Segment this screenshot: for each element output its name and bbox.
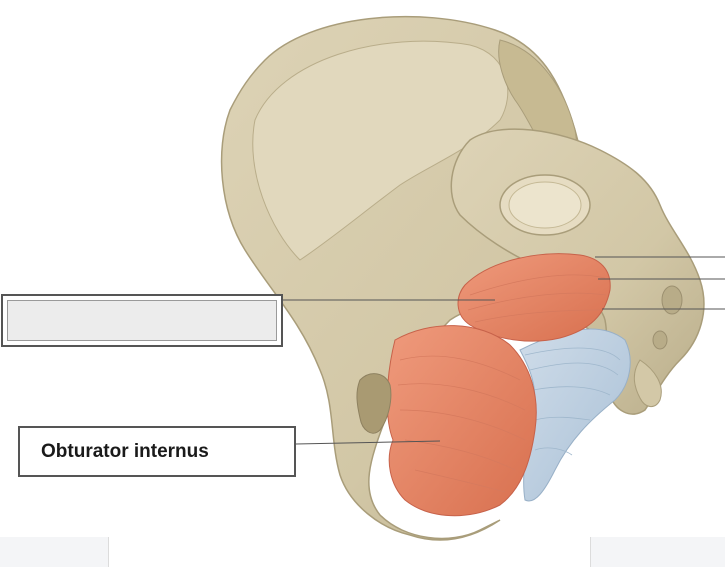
blank-answer-field[interactable] — [7, 300, 277, 341]
obturator-internus-label-box: Obturator internus — [18, 426, 296, 477]
coccyx-bone — [633, 359, 662, 407]
obturator-foramen — [356, 373, 392, 434]
piriformis-fibers — [467, 274, 607, 323]
leader-lines — [283, 256, 725, 445]
footer-strip-right — [590, 537, 725, 567]
sacral-foramen — [661, 285, 683, 315]
vertebral-body-surface — [508, 181, 582, 229]
footer-strip-left — [0, 537, 109, 567]
ligament-fibers — [524, 347, 621, 456]
piriformis-muscle — [457, 253, 611, 342]
blank-answer-box[interactable] — [1, 294, 283, 347]
obturator-internus-label: Obturator internus — [41, 440, 209, 462]
sacral-foramen — [652, 330, 668, 350]
obturator-internus-muscle — [386, 325, 537, 517]
leader-line-obturator — [295, 440, 441, 445]
